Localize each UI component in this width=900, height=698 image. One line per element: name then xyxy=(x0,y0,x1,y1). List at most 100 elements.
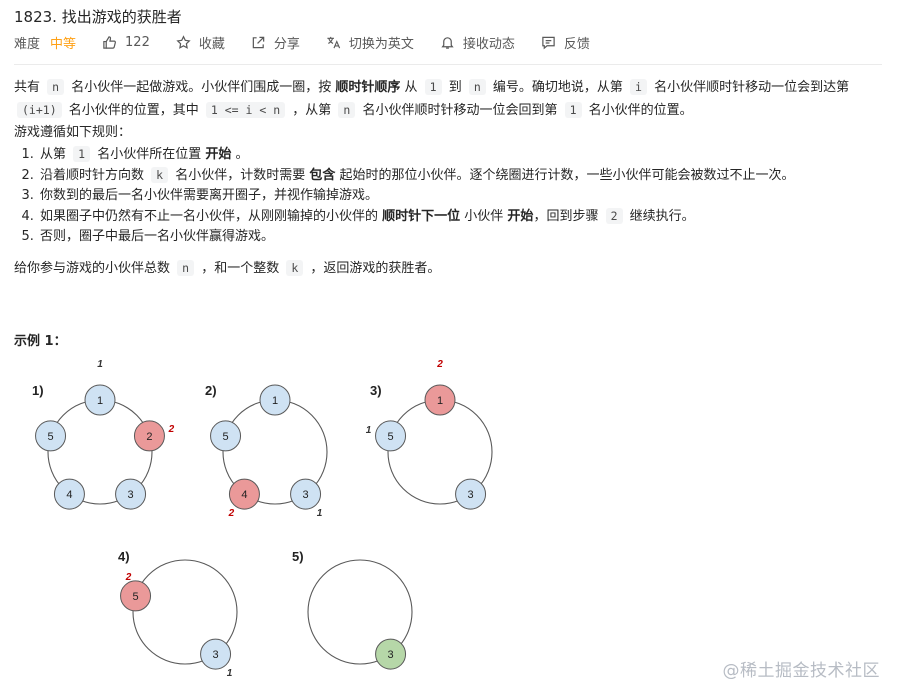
player-number: 3 xyxy=(213,649,219,661)
player-node xyxy=(120,580,152,612)
feedback-label: 反馈 xyxy=(563,36,590,52)
player-number: 1 xyxy=(272,395,278,407)
player-node xyxy=(375,638,407,670)
bold-text: 包含 xyxy=(309,168,336,183)
player-node xyxy=(84,384,116,416)
player-node xyxy=(53,478,85,510)
inline-code: 1 xyxy=(564,102,582,118)
text-run: 继续执行。 xyxy=(625,209,695,224)
count-label: 1 xyxy=(97,359,103,370)
count-label: 1 xyxy=(227,668,233,679)
text-run: 名小伙伴所在位置 xyxy=(93,147,206,162)
bold-text: 顺时针顺序 xyxy=(335,80,401,95)
rules-list: 从第 1 名小伙伴所在位置 开始 。 沿着顺时针方向数 k 名小伙伴，计数时需要… xyxy=(14,144,882,247)
count-label: 1 xyxy=(366,425,372,436)
text-run: 名小伙伴，计数时需要 xyxy=(171,168,310,183)
inline-code: k xyxy=(151,167,169,183)
inline-code: 1 xyxy=(424,79,442,95)
text-run: 起始时的那位小伙伴。逐个绕圈进行计数，一些小伙伴可能会被数过不止一次。 xyxy=(335,168,795,183)
example-title: 示例 1： xyxy=(14,334,67,349)
inline-code: 1 xyxy=(73,146,91,162)
text-run: 。 xyxy=(231,147,249,162)
inline-code: n xyxy=(338,102,356,118)
player-number: 5 xyxy=(132,591,138,603)
header-divider xyxy=(14,64,882,65)
inline-code: i xyxy=(630,79,647,95)
favorite-label: 收藏 xyxy=(198,36,225,52)
inline-code: n xyxy=(47,79,65,95)
notify-button[interactable]: 接收动态 xyxy=(440,33,515,52)
description-paragraph: 共有 n 名小伙伴一起做游戏。小伙伴们围成一圈，按 顺时针顺序 从 1 到 n … xyxy=(14,76,882,122)
text-run: 名小伙伴顺时针移动一位会回到第 xyxy=(358,103,562,118)
difficulty-value: 中等 xyxy=(50,36,77,52)
text-run: 你数到的最后一名小伙伴需要离开圈子，并视作输掉游戏。 xyxy=(40,188,379,203)
difficulty: 难度 中等 xyxy=(14,33,76,52)
text-run: 小伙伴 xyxy=(460,209,508,224)
text-run: 游戏遵循如下规则： xyxy=(14,125,132,140)
share-label: 分享 xyxy=(273,36,300,52)
text-run: ，返回游戏的获胜者。 xyxy=(306,261,441,276)
player-number: 3 xyxy=(388,649,394,661)
step-label: 4) xyxy=(118,549,130,564)
player-node xyxy=(35,420,67,452)
like-button[interactable]: 122 xyxy=(102,35,150,50)
circle-path xyxy=(307,559,413,665)
player-number: 2 xyxy=(146,431,152,443)
inline-code: (i+1) xyxy=(17,102,62,118)
favorite-button[interactable]: 收藏 xyxy=(176,33,225,52)
player-number: 4 xyxy=(66,489,72,501)
rule-item: 如果圈子中仍然有不止一名小伙伴，从刚刚输掉的小伙伴的 顺时针下一位 小伙伴 开始… xyxy=(38,206,882,227)
player-node xyxy=(210,420,242,452)
problem-title: 1823. 找出游戏的获胜者 xyxy=(14,8,182,26)
notify-label: 接收动态 xyxy=(462,36,515,52)
text-run: 否则，圈子中最后一名小伙伴赢得游戏。 xyxy=(40,229,275,244)
text-run: 编号。确切地说，从第 xyxy=(488,80,628,95)
translate-icon xyxy=(327,36,341,48)
rules-intro: 游戏遵循如下规则： xyxy=(14,122,882,144)
player-number: 5 xyxy=(387,431,393,443)
player-node xyxy=(455,478,487,510)
watermark: @稀土掘金技术社区 xyxy=(722,661,880,681)
rule-item: 从第 1 名小伙伴所在位置 开始 。 xyxy=(38,144,882,165)
step-label: 2) xyxy=(205,383,217,398)
bold-text: 顺时针下一位 xyxy=(382,209,461,224)
text-run: 给你参与游戏的小伙伴总数 xyxy=(14,261,175,276)
text-run: 从 xyxy=(400,80,422,95)
feedback-icon xyxy=(542,36,555,49)
share-button[interactable]: 分享 xyxy=(251,33,300,52)
player-number: 5 xyxy=(222,431,228,443)
count-label: 2 xyxy=(228,508,235,519)
count-label: 1 xyxy=(317,508,323,519)
text-run: 名小伙伴一起做游戏。小伙伴们围成一圈，按 xyxy=(67,80,336,95)
player-node xyxy=(290,478,322,510)
player-number: 5 xyxy=(47,431,53,443)
text-run: 沿着顺时针方向数 xyxy=(40,168,149,183)
player-number: 1 xyxy=(437,395,443,407)
bold-text: 开始 xyxy=(507,209,534,224)
bold-text: 开始 xyxy=(205,147,232,162)
step-label: 3) xyxy=(370,383,382,398)
thumbs-up-icon xyxy=(103,35,116,49)
rule-item: 否则，圈子中最后一名小伙伴赢得游戏。 xyxy=(38,227,882,247)
circle-path xyxy=(132,559,238,665)
text-run: 名小伙伴的位置。 xyxy=(584,103,693,118)
text-run: 名小伙伴顺时针移动一位会到达第 xyxy=(649,80,850,95)
step-label: 1) xyxy=(32,383,44,398)
share-icon xyxy=(252,36,265,48)
player-node xyxy=(259,384,291,416)
feedback-button[interactable]: 反馈 xyxy=(541,33,590,52)
text-run: ，回到步骤 xyxy=(533,209,603,224)
rule-item: 你数到的最后一名小伙伴需要离开圈子，并视作输掉游戏。 xyxy=(38,186,882,206)
player-number: 3 xyxy=(128,489,134,501)
rule-item: 沿着顺时针方向数 k 名小伙伴，计数时需要 包含 起始时的那位小伙伴。逐个绕圈进… xyxy=(38,165,882,186)
translate-button[interactable]: 切换为英文 xyxy=(326,33,414,52)
player-node xyxy=(200,638,232,670)
bell-icon xyxy=(441,36,454,49)
inline-code: n xyxy=(177,260,195,276)
problem-description: 共有 n 名小伙伴一起做游戏。小伙伴们围成一圈，按 顺时针顺序 从 1 到 n … xyxy=(14,76,882,280)
text-run: ，和一个整数 xyxy=(197,261,284,276)
text-run: 到 xyxy=(444,80,466,95)
player-number: 1 xyxy=(97,395,103,407)
text-run: 共有 xyxy=(14,80,45,95)
